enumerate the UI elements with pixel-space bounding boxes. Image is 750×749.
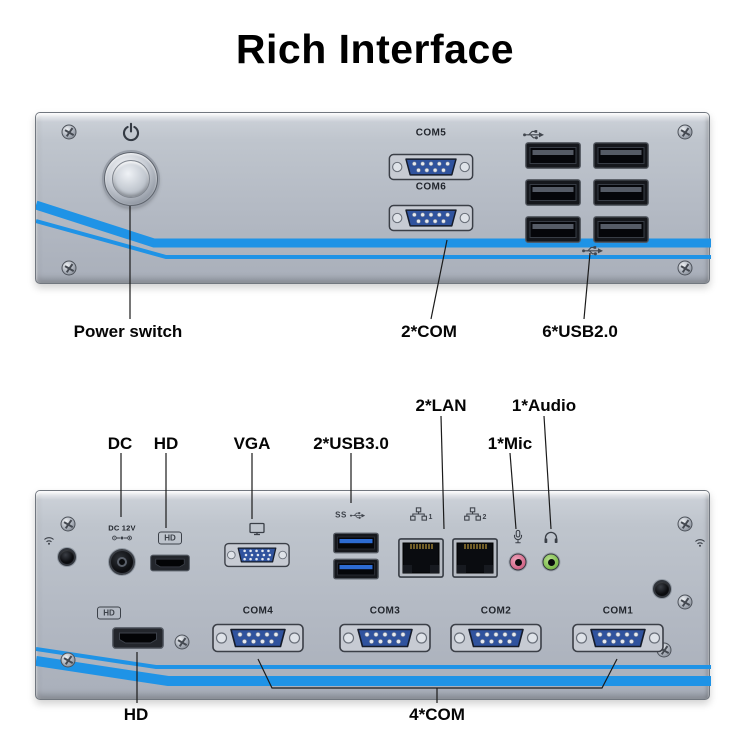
- callout-2usb3: 2*USB3.0: [313, 434, 389, 453]
- screw: [677, 260, 693, 276]
- lan2-port: [452, 538, 498, 578]
- com2-printed-label: COM2: [480, 605, 512, 617]
- usb3-ss-text: SS: [335, 510, 347, 520]
- hdmi-icon-text: HD: [103, 608, 115, 618]
- usb2-port: [593, 142, 649, 169]
- lan2-icon-group: 2: [464, 507, 487, 521]
- hdmi-port: [111, 627, 165, 649]
- wifi-icon: [43, 535, 55, 545]
- usb2-port-block: [525, 142, 649, 243]
- callout-hd-bottom: HD: [123, 705, 149, 724]
- front-panel: COM5 COM6: [35, 112, 711, 284]
- usb-trident-icon: [581, 244, 603, 256]
- antenna-hole: [58, 548, 76, 566]
- dc-printed-label: DC 12V: [108, 523, 136, 533]
- screw: [60, 516, 76, 532]
- headphone-icon: [544, 531, 559, 544]
- usb3-port: [333, 533, 379, 554]
- com6-port: [388, 200, 474, 237]
- rear-panel: DC 12V HD SS 1 2: [35, 490, 711, 700]
- antenna-hole: [653, 580, 671, 598]
- dc-jack: [109, 549, 135, 575]
- usb3-ss-icon: SS: [335, 511, 365, 520]
- network-icon: [464, 507, 482, 521]
- rear-blue-stripes: [36, 647, 711, 686]
- usb2-port: [525, 179, 581, 206]
- lan1-icon-group: 1: [410, 507, 433, 521]
- lan2-number: 2: [482, 514, 487, 521]
- com6-printed-label: COM6: [415, 181, 447, 193]
- com4-port: [211, 618, 305, 658]
- wifi-icon: [694, 537, 706, 547]
- lan1-number: 1: [428, 514, 433, 521]
- usb2-port: [525, 142, 581, 169]
- hdmi-port: [150, 555, 190, 572]
- callout-1mic: 1*Mic: [487, 434, 533, 453]
- power-button-cap: [112, 160, 150, 198]
- page-title: Rich Interface: [235, 26, 515, 72]
- power-icon: [121, 122, 141, 142]
- hdmi-icon: HD: [158, 531, 182, 545]
- callout-4com: 4*COM: [409, 705, 465, 724]
- screw: [61, 260, 77, 276]
- usb3-port: [333, 559, 379, 580]
- com5-port: [388, 149, 474, 186]
- com5-printed-label: COM5: [415, 127, 447, 139]
- callout-vga: VGA: [233, 434, 271, 453]
- display-icon: [249, 523, 265, 536]
- mic-jack: [509, 553, 527, 571]
- screw: [174, 634, 190, 650]
- dc-polarity-icon: [111, 534, 133, 542]
- power-button: [104, 152, 158, 206]
- callout-power-switch: Power switch: [73, 322, 183, 341]
- screw: [61, 124, 77, 140]
- mic-icon: [513, 530, 524, 545]
- screw: [677, 594, 693, 610]
- usb-trident-icon: [349, 511, 365, 520]
- screw: [677, 516, 693, 532]
- audio-jack-hole: [547, 558, 555, 566]
- com1-printed-label: COM1: [602, 605, 634, 617]
- callout-2lan: 2*LAN: [415, 396, 467, 415]
- usb2-port: [593, 179, 649, 206]
- lan1-port: [398, 538, 444, 578]
- com3-printed-label: COM3: [369, 605, 401, 617]
- usb2-port: [593, 216, 649, 243]
- usb2-port: [525, 216, 581, 243]
- callout-6usb2: 6*USB2.0: [542, 322, 618, 341]
- callout-2com: 2*COM: [401, 322, 457, 341]
- usb-trident-icon: [522, 128, 544, 140]
- mic-jack-hole: [514, 558, 522, 566]
- audio-jack: [542, 553, 560, 571]
- com4-printed-label: COM4: [242, 605, 274, 617]
- hdmi-icon: HD: [97, 606, 121, 620]
- com2-port: [449, 618, 543, 658]
- network-icon: [410, 507, 428, 521]
- callout-hd-top: HD: [153, 434, 179, 453]
- dc-jack-pin: [117, 557, 127, 567]
- screw: [60, 652, 76, 668]
- com3-port: [338, 618, 432, 658]
- screw: [677, 124, 693, 140]
- callout-1audio: 1*Audio: [511, 396, 577, 415]
- vga-port: [223, 539, 291, 572]
- callout-dc: DC: [107, 434, 133, 453]
- hdmi-icon-text: HD: [164, 533, 176, 543]
- com1-port: [571, 618, 665, 658]
